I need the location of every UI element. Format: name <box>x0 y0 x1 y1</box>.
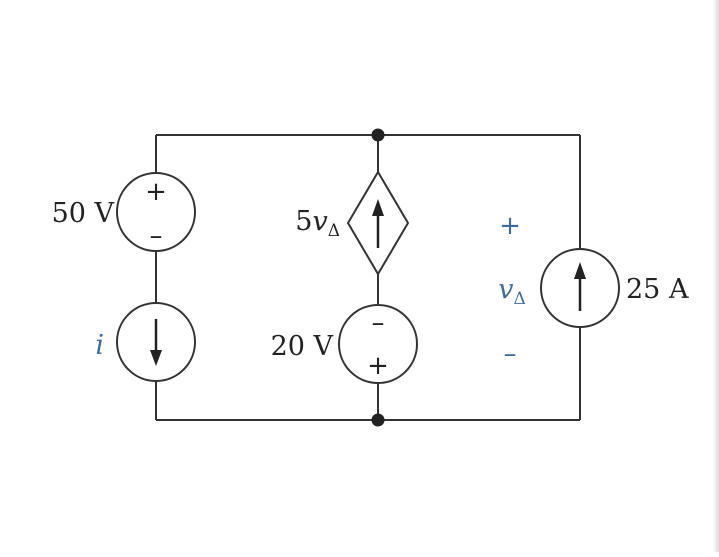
dependent-source-label: 5vΔ <box>295 206 340 241</box>
dependent-source-subscript: Δ <box>328 221 340 241</box>
v-delta-var: v <box>498 274 513 305</box>
v-delta-label: vΔ <box>498 274 526 309</box>
v-delta-plus: + <box>499 211 521 241</box>
current-source-i-label: i <box>95 330 104 361</box>
dependent-source-coefficient: 5 <box>295 206 312 237</box>
current-source-25a: 25 A <box>540 248 689 328</box>
voltage-source-20v-plus: + <box>367 351 389 381</box>
dependent-source-var: v <box>312 206 327 237</box>
voltage-source-50v-label: 50 V <box>52 198 115 229</box>
window-edge <box>713 0 719 552</box>
top-node <box>371 128 385 142</box>
voltage-source-50v: + – 50 V <box>52 172 196 252</box>
arrow-up-icon <box>574 262 586 279</box>
v-delta-minus: – <box>504 339 517 369</box>
voltage-source-20v-circle <box>338 304 418 384</box>
voltage-source-50v-circle <box>116 172 196 252</box>
voltage-source-20v-minus: – <box>372 308 385 338</box>
arrow-up-icon <box>372 199 384 216</box>
v-delta-annotation: + vΔ – <box>498 211 526 369</box>
current-source-i: i <box>95 302 196 382</box>
v-delta-subscript: Δ <box>513 289 525 309</box>
current-source-25a-label: 25 A <box>626 274 689 305</box>
voltage-source-50v-plus: + <box>145 177 167 207</box>
bottom-node <box>371 413 385 427</box>
voltage-source-20v: – + 20 V <box>271 304 418 384</box>
voltage-source-50v-minus: – <box>150 221 163 251</box>
arrow-down-icon <box>150 350 162 366</box>
voltage-source-20v-label: 20 V <box>271 331 334 362</box>
dependent-current-source: 5vΔ <box>295 170 410 276</box>
